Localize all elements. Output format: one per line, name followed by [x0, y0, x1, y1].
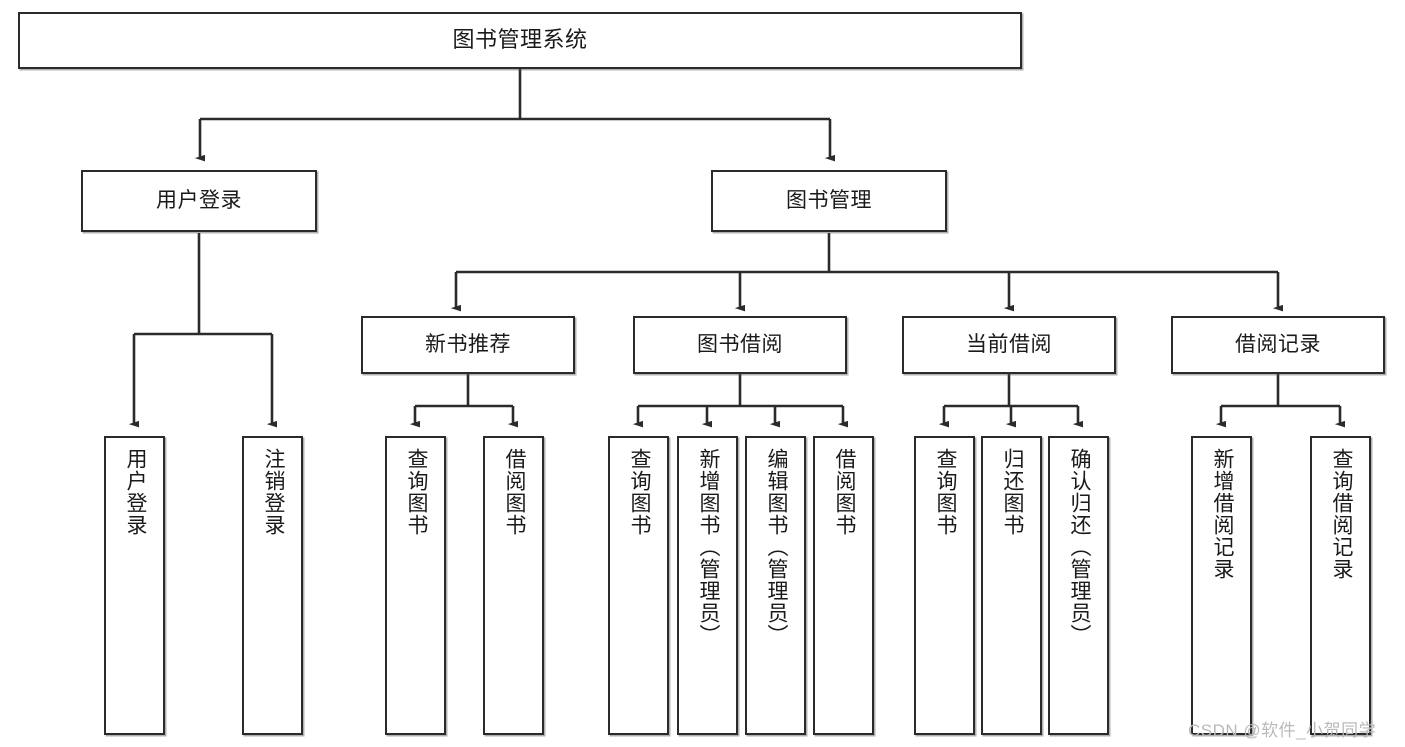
leaf-current-confirm-return-admin[interactable]: 确认归还（管理员）: [1048, 436, 1109, 735]
node-label: 新增图书（管理员）: [696, 448, 720, 646]
node-label: 借阅图书: [832, 448, 856, 536]
node-label: 归还图书: [1000, 448, 1024, 536]
node-borrow-record[interactable]: 借阅记录: [1171, 316, 1385, 374]
node-label: 图书管理: [786, 189, 872, 213]
leaf-recommend-query-book[interactable]: 查询图书: [385, 436, 446, 735]
leaf-current-return-book[interactable]: 归还图书: [981, 436, 1042, 735]
node-user-login[interactable]: 用户登录: [81, 170, 317, 232]
leaf-borrow-add-book-admin[interactable]: 新增图书（管理员）: [677, 436, 738, 735]
node-label: 新增借阅记录: [1210, 448, 1234, 580]
node-new-book-recommend[interactable]: 新书推荐: [361, 316, 575, 374]
leaf-user-login-logout[interactable]: 注销登录: [242, 436, 303, 735]
node-label: 查询图书: [404, 448, 428, 536]
node-label: 图书借阅: [697, 333, 783, 357]
node-label: 用户登录: [123, 448, 147, 536]
node-current-borrow[interactable]: 当前借阅: [902, 316, 1116, 374]
leaf-record-query-record[interactable]: 查询借阅记录: [1310, 436, 1371, 735]
leaf-borrow-edit-book-admin[interactable]: 编辑图书（管理员）: [745, 436, 806, 735]
leaf-user-login-login[interactable]: 用户登录: [104, 436, 165, 735]
node-book-borrow[interactable]: 图书借阅: [633, 316, 847, 374]
node-label: 注销登录: [261, 448, 285, 536]
leaf-current-query-book[interactable]: 查询图书: [914, 436, 975, 735]
leaf-record-add-record[interactable]: 新增借阅记录: [1191, 436, 1252, 735]
node-label: 用户登录: [156, 189, 242, 213]
node-label: 新书推荐: [425, 333, 511, 357]
watermark: CSDN @软件_小贺同学: [1188, 721, 1377, 740]
node-label: 图书管理系统: [452, 27, 588, 53]
node-label: 借阅图书: [502, 448, 526, 536]
node-root-system[interactable]: 图书管理系统: [18, 12, 1022, 69]
node-label: 查询图书: [627, 448, 651, 536]
node-label: 当前借阅: [966, 333, 1052, 357]
node-label: 确认归还（管理员）: [1067, 448, 1091, 646]
leaf-recommend-borrow-book[interactable]: 借阅图书: [483, 436, 544, 735]
node-label: 借阅记录: [1235, 333, 1321, 357]
node-label: 查询借阅记录: [1329, 448, 1353, 580]
node-label: 编辑图书（管理员）: [764, 448, 788, 646]
node-label: 查询图书: [933, 448, 957, 536]
leaf-borrow-query-book[interactable]: 查询图书: [608, 436, 669, 735]
leaf-borrow-borrow-book[interactable]: 借阅图书: [813, 436, 874, 735]
node-book-management[interactable]: 图书管理: [711, 170, 947, 232]
